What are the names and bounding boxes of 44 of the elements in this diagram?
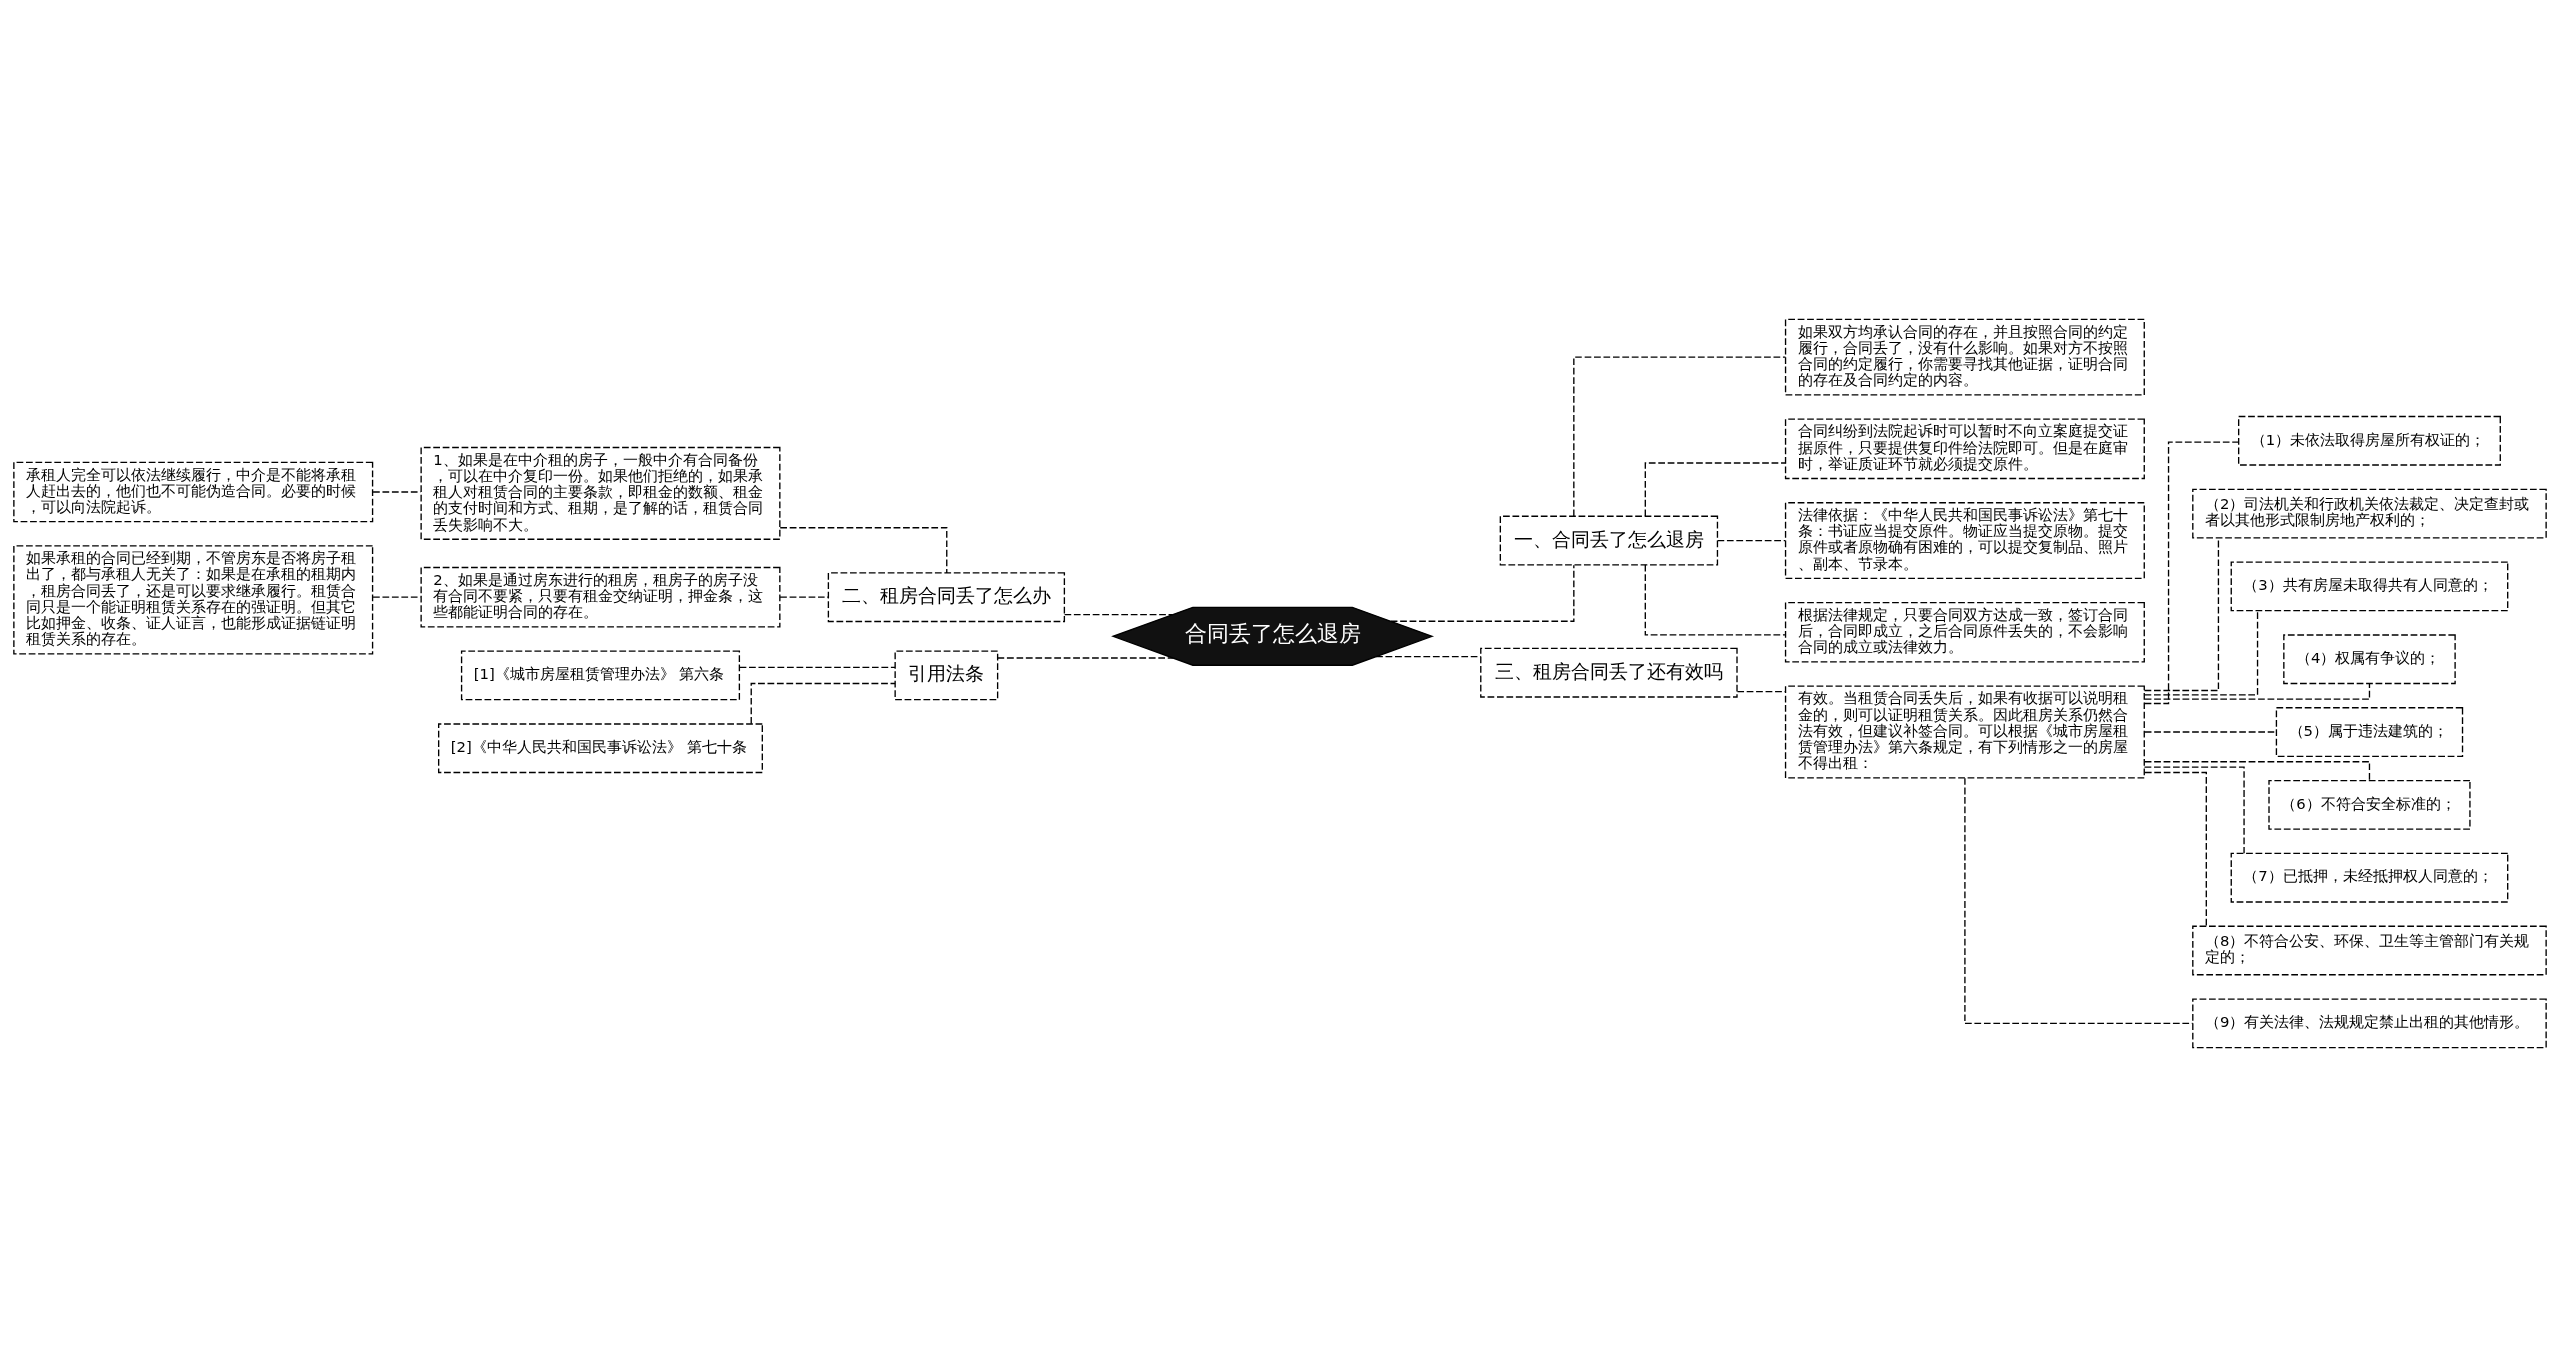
node-box: （1）未依法取得房屋所有权证的； (2238, 415, 2501, 466)
node-box: 如果承租的合同已经到期，不管房东是否将房子租出了，都与承租人无关了：如果是在承租的租期内，租房合同丢了，还是可以要求继承履行。租赁合同只是一个能证明租赁关系存在的强证明。但其它比如押金、收条、证人证言，也能形成证据链证明租赁关系的存在。 (13, 544, 374, 654)
connector (372, 596, 422, 598)
connector (2143, 440, 2239, 704)
connector (750, 682, 896, 724)
node-box: （5）属于违法建筑的； (2275, 706, 2464, 757)
node-box: （8）不符合公安、环保、卫生等主管部门有关规定的； (2192, 925, 2547, 975)
connector (1375, 655, 1482, 657)
node-box: （7）已抵押，未经抵押权人同意的； (2230, 852, 2509, 903)
connector (2144, 730, 2277, 733)
node-box: （9）有关法律、法规规定禁止出租的其他情形。 (2192, 997, 2547, 1048)
connector (1063, 613, 1174, 615)
connector (739, 666, 896, 668)
node-box: 1、如果是在中介租的房子，一般中介有合同备份，可以在中介复印一份。如果他们拒绝的，如果承租人对租赁合同的主要条款，即租金的数额、租金的支付时间和方式、租期，是了解的话，租赁合同丢失影响不大。 (420, 446, 781, 540)
node-box: （2）司法机关和行政机关依法裁定、决定查封或者以其他形式限制房地产权利的； (2192, 488, 2547, 539)
connector (1644, 563, 1787, 635)
node-box: 二、租房合同丢了怎么办 (827, 571, 1066, 622)
node-box: 根据法律规定，只要合同双方达成一致，签订合同后，合同即成立，之后合同原件丢失的，不会影响合同的成立或法律效力。 (1784, 601, 2145, 663)
connector (1644, 461, 1787, 517)
connector (372, 490, 422, 493)
node-box: 一、合同丢了怎么退房 (1499, 515, 1719, 565)
connector (997, 656, 1174, 659)
node-box: 2、如果是通过房东进行的租房，租房子的房子没有合同不要紧，只要有租金交纳证明，押金条，这些都能证明合同的存在。 (420, 566, 781, 628)
connector (1964, 777, 2194, 1024)
node-box: 法律依据：《中华人民共和国民事诉讼法》第七十条：书证应当提交原件。物证应当提交原物。提交原件或者原物确有困难的，可以提交复制品、照片、副本、节录本。 (1784, 501, 2145, 579)
node-box: （4）权属有争议的； (2283, 633, 2456, 684)
node-box: [1]《城市房屋租赁管理办法》 第六条 (460, 649, 741, 700)
node-box: 合同纠纷到法院起诉时可以暂时不向立案庭提交证据原件，只要提供复印件给法院即可。但是在庭审时，举证质证环节就必须提交原件。 (1784, 418, 2145, 479)
connector (1717, 539, 1786, 541)
node-box: [2]《中华人民共和国民事诉讼法》 第七十条 (438, 722, 763, 773)
node-box: 引用法条 (894, 649, 999, 700)
connector (2143, 765, 2245, 854)
connector (779, 596, 829, 598)
node-box: 如果双方均承认合同的存在，并且按照合同的约定履行，合同丢了，没有什么影响。如果对方不按照合同的约定履行，你需要寻找其他证据，证明合同的存在及合同约定的内容。 (1784, 318, 2145, 396)
connector (1573, 355, 1787, 517)
node-box: 承租人完全可以依法继续履行，中介是不能将承租人赶出去的，他们也不可能伪造合同。必要的时候，可以向法院起诉。 (13, 461, 374, 522)
node-box: 有效。当租赁合同丢失后，如果有收据可以说明租金的，则可以证明租赁关系。因此租房关系仍然合法有效，但建议补签合同。可以根据《城市房屋租赁管理办法》第六条规定，有下列情形之一的房屋不得出租： (1784, 685, 2145, 779)
connector (2144, 771, 2207, 927)
connector (2143, 609, 2259, 695)
node-box: （3）共有房屋未取得共有人同意的； (2230, 560, 2509, 611)
connector (1390, 564, 1575, 622)
connector (779, 526, 948, 574)
node-box: （6）不符合安全标准的； (2268, 779, 2471, 830)
node-box: 三、租房合同丢了还有效吗 (1480, 647, 1738, 698)
